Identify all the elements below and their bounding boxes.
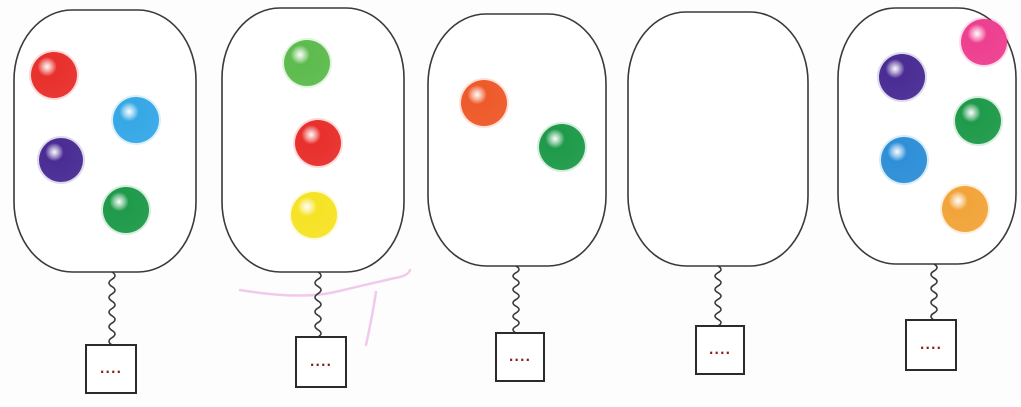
light-green-ball (284, 40, 330, 86)
ball-group-4: .... (628, 12, 808, 374)
pen-mark (240, 270, 410, 296)
light-orange-ball (942, 186, 988, 232)
answer-placeholder-dots: .... (509, 350, 531, 364)
magenta-ball (961, 19, 1007, 65)
orange-ball (461, 80, 507, 126)
blue-ball (881, 137, 927, 183)
green-ball (539, 124, 585, 170)
purple-ball (879, 54, 925, 100)
ball-group-5: .... (838, 8, 1016, 370)
light-blue-ball (113, 97, 159, 143)
answer-placeholder-dots: .... (310, 355, 332, 369)
group-frame (14, 10, 196, 272)
connector-string (109, 272, 115, 345)
connector-string (513, 266, 519, 333)
answer-placeholder-dots: .... (709, 343, 731, 357)
yellow-ball (291, 192, 337, 238)
answer-placeholder-dots: .... (920, 338, 942, 352)
group-frame (628, 12, 808, 266)
red-ball (31, 52, 77, 98)
green-ball (955, 98, 1001, 144)
purple-ball (39, 138, 83, 182)
answer-placeholder-dots: .... (100, 362, 122, 376)
connector-string (931, 264, 937, 320)
pen-mark (366, 292, 376, 345)
ball-group-2: .... (222, 8, 404, 387)
ball-group-3: .... (428, 14, 606, 381)
connector-string (315, 272, 321, 337)
ball-group-1: .... (14, 10, 196, 393)
red-ball (295, 120, 341, 166)
green-ball (103, 187, 149, 233)
connector-string (715, 266, 721, 326)
